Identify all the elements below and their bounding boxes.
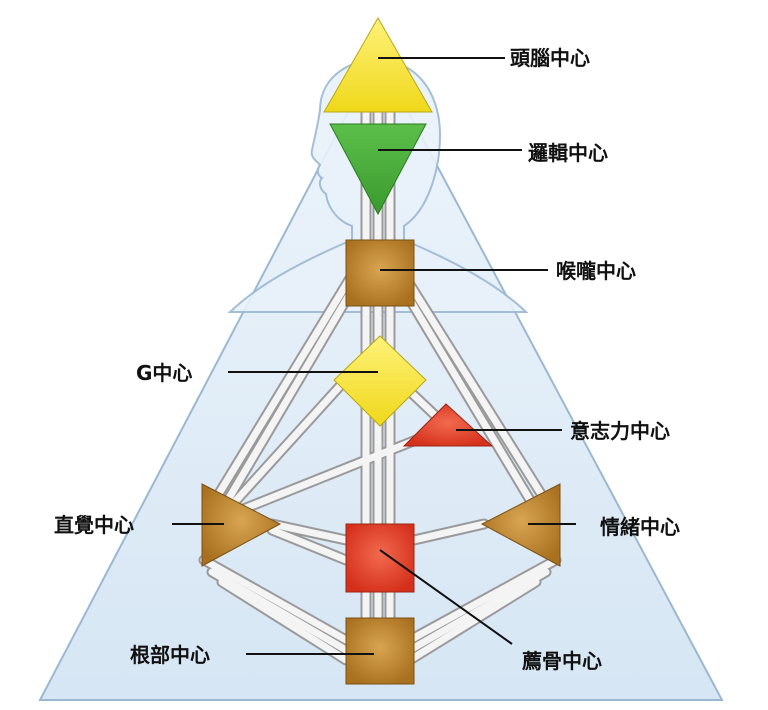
sacral-center-label: 薦骨中心: [522, 649, 602, 673]
ego-center: [402, 403, 494, 447]
root-center-label: 根部中心: [130, 643, 210, 667]
solar-plexus-center-label: 情緒中心: [600, 515, 680, 539]
head-center: [323, 16, 433, 113]
throat-center: [345, 239, 415, 307]
ego-center-label: 意志力中心: [570, 419, 670, 443]
head-center-label: 頭腦中心: [510, 46, 590, 70]
root-center: [345, 617, 415, 685]
spleen-center-label: 直覺中心: [54, 513, 134, 537]
ajna-center-label: 邏輯中心: [528, 141, 608, 165]
ajna-center: [329, 123, 427, 216]
sacral-center: [345, 523, 415, 593]
g-center-label: G中心: [136, 361, 192, 385]
leader-lines: [172, 57, 576, 655]
g-center: [333, 335, 427, 427]
throat-center-label: 喉嚨中心: [556, 259, 636, 283]
